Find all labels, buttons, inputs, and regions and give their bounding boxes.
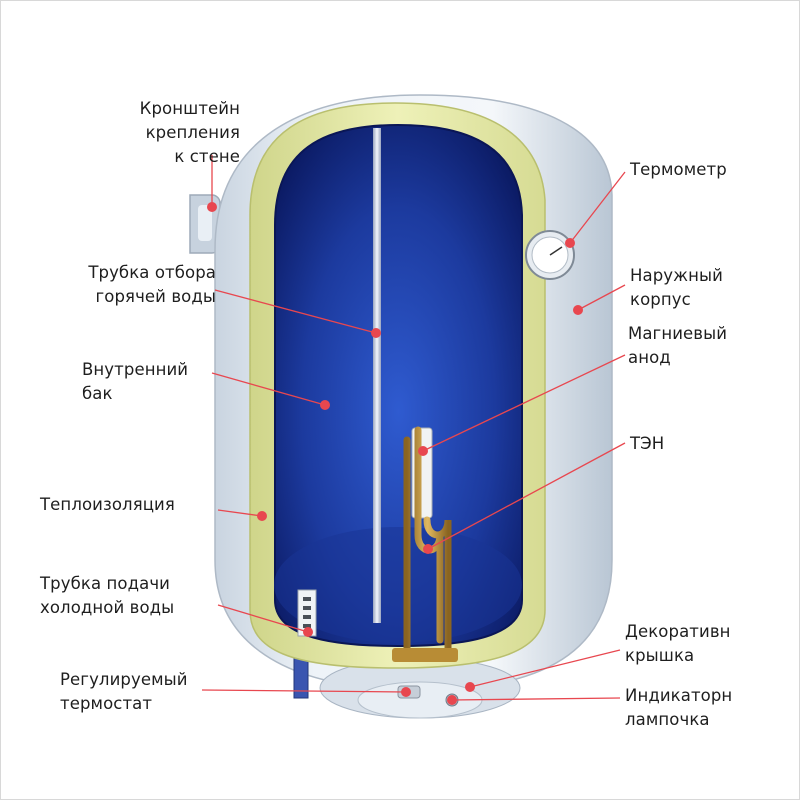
label-thermostat: Регулируемый термостат bbox=[60, 670, 188, 713]
label-indicator-lamp: Индикаторн лампочка bbox=[625, 686, 733, 729]
label-hot-water-pipe: Трубка отбора горячей воды bbox=[88, 263, 216, 306]
label-magnesium-anode: Магниевый анод bbox=[628, 324, 728, 367]
hot-water-pipe bbox=[373, 128, 381, 623]
label-outer-case: Наружный корпус bbox=[630, 266, 723, 309]
leader-dots bbox=[207, 202, 583, 705]
label-inner-tank: Внутренний бак bbox=[82, 360, 189, 403]
label-decorative-cover: Декоративн крышка bbox=[625, 622, 731, 665]
label-wall-bracket: Кронштейн крепления к стене bbox=[139, 99, 240, 166]
heating-element bbox=[392, 426, 458, 662]
label-heating-element: ТЭН bbox=[630, 434, 665, 453]
inner-tank bbox=[274, 123, 523, 648]
label-cold-water-pipe: Трубка подачи холодной воды bbox=[40, 574, 175, 617]
leader-lines bbox=[201, 155, 626, 701]
label-thermometer: Термометр bbox=[630, 160, 727, 179]
thermometer-dial bbox=[525, 230, 575, 280]
label-insulation: Теплоизоляция bbox=[40, 495, 175, 514]
cold-water-intake bbox=[297, 589, 317, 637]
